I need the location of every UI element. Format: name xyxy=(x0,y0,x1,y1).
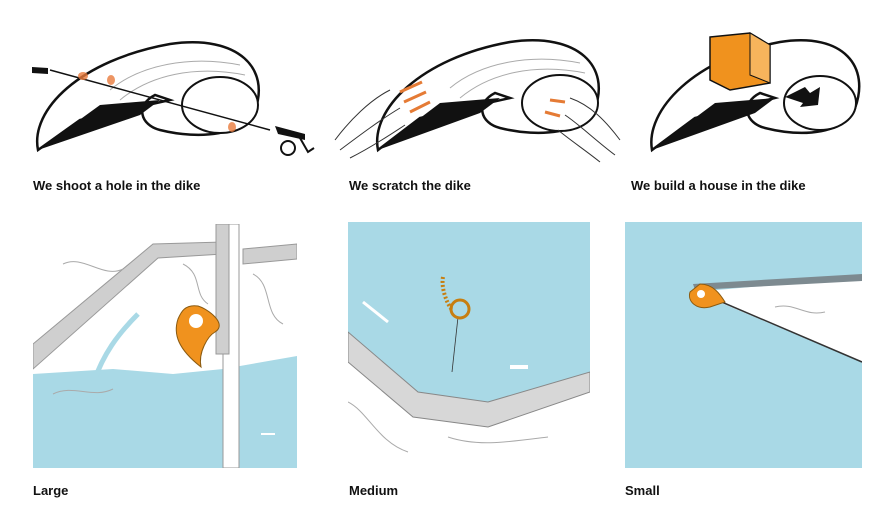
label-small: Small xyxy=(625,483,660,498)
caption-house: We build a house in the dike xyxy=(631,178,806,193)
caption-scratch: We scratch the dike xyxy=(349,178,471,193)
dike-scratch-illustration xyxy=(330,30,630,170)
dike-house-illustration xyxy=(640,25,880,170)
map-medium xyxy=(348,222,590,468)
label-medium: Medium xyxy=(349,483,399,498)
map-small xyxy=(625,222,862,468)
dike-shoot-illustration xyxy=(20,30,320,170)
label-large: Large xyxy=(33,483,69,498)
caption-shoot: We shoot a hole in the dike xyxy=(33,178,201,193)
map-large xyxy=(33,224,297,468)
